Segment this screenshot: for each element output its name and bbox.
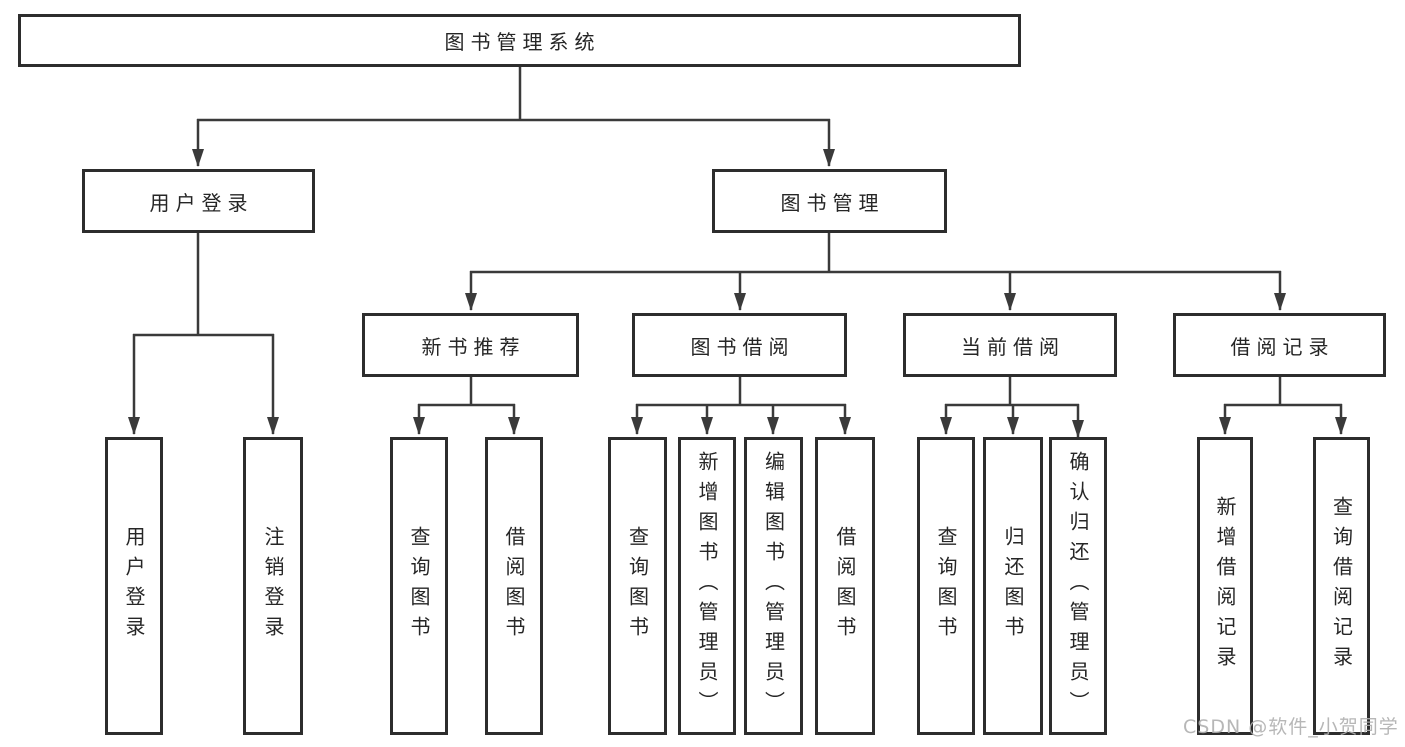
leaf-add-book-admin: 新增图书（管理员） xyxy=(678,437,736,735)
node-book-borrowing: 图书借阅 xyxy=(632,313,847,377)
leaf-label: 归还图书 xyxy=(1001,526,1025,646)
node-user-login: 用户登录 xyxy=(82,169,315,233)
leaf-label: 用户登录 xyxy=(122,526,146,646)
leaf-label: 借阅图书 xyxy=(502,526,526,646)
leaf-query-books-current: 查询图书 xyxy=(917,437,975,735)
leaf-borrow-books-borrowing: 借阅图书 xyxy=(815,437,875,735)
leaf-query-borrow-record: 查询借阅记录 xyxy=(1313,437,1370,735)
leaf-label: 查询图书 xyxy=(625,526,650,646)
leaf-label: 查询借阅记录 xyxy=(1329,496,1354,676)
node-book-management: 图书管理 xyxy=(712,169,947,233)
csdn-watermark: CSDN @软件_小贺同学 xyxy=(1183,716,1399,738)
leaf-add-borrow-record: 新增借阅记录 xyxy=(1197,437,1253,735)
leaf-label: 新增图书（管理员） xyxy=(695,451,719,721)
node-current-borrowing: 当前借阅 xyxy=(903,313,1117,377)
leaf-user-login: 用户登录 xyxy=(105,437,163,735)
leaf-query-books-recommend: 查询图书 xyxy=(390,437,448,735)
leaf-return-books: 归还图书 xyxy=(983,437,1043,735)
node-library-management-system: 图书管理系统 xyxy=(18,14,1021,67)
node-new-book-recommendation: 新书推荐 xyxy=(362,313,579,377)
leaf-label: 编辑图书（管理员） xyxy=(761,451,786,721)
node-label: 当前借阅 xyxy=(961,334,1065,359)
node-label: 图书管理系统 xyxy=(444,30,601,54)
leaf-label: 借阅图书 xyxy=(833,526,857,646)
leaf-label: 新增借阅记录 xyxy=(1213,496,1237,676)
leaf-edit-book-admin: 编辑图书（管理员） xyxy=(744,437,803,735)
node-label: 新书推荐 xyxy=(421,334,526,359)
leaf-label: 确认归还（管理员） xyxy=(1066,451,1090,721)
node-label: 用户登录 xyxy=(149,190,254,215)
leaf-label: 查询图书 xyxy=(934,526,958,646)
leaf-logout: 注销登录 xyxy=(243,437,303,735)
node-label: 图书管理 xyxy=(780,190,885,215)
leaf-query-books-borrowing: 查询图书 xyxy=(608,437,667,735)
node-borrowing-records: 借阅记录 xyxy=(1173,313,1386,377)
leaf-label: 注销登录 xyxy=(261,526,285,646)
leaf-label: 查询图书 xyxy=(407,526,431,646)
leaf-borrow-books-recommend: 借阅图书 xyxy=(485,437,543,735)
node-label: 借阅记录 xyxy=(1230,334,1335,359)
leaf-confirm-return-admin: 确认归还（管理员） xyxy=(1049,437,1107,735)
node-label: 图书借阅 xyxy=(690,334,795,359)
